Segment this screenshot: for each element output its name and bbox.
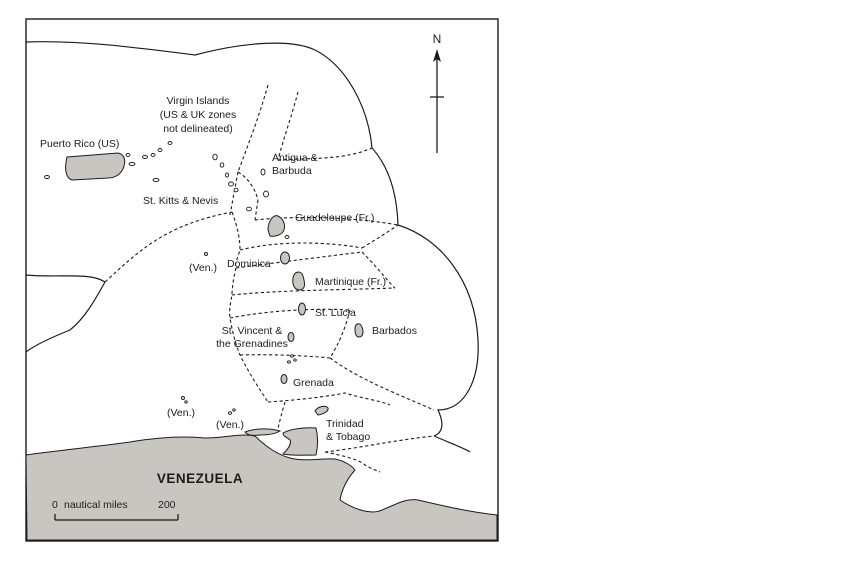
islet-los-frailes: [228, 411, 232, 415]
dominica-island: [280, 251, 290, 265]
label-barbados: Barbados: [372, 325, 417, 337]
islet-canouan: [293, 358, 297, 362]
boundary-trinidad-east: [324, 435, 435, 453]
islet-st-thomas: [142, 155, 148, 159]
label-puerto-rico: Puerto Rico (US): [40, 138, 119, 150]
label-ven-testigos: (Ven.): [167, 407, 195, 419]
north-label: N: [433, 32, 442, 46]
guadeloupe-island: [267, 215, 285, 237]
paria-peninsula: [244, 428, 282, 436]
islet-st-john: [150, 153, 156, 157]
boundary-virgin-antigua: [277, 91, 299, 161]
islet-st-kitts: [228, 181, 234, 187]
islet-bequia: [290, 354, 294, 358]
islet-anguilla: [212, 153, 218, 161]
islet-barbuda: [260, 168, 266, 176]
islet-marie-galante: [284, 235, 290, 239]
label-dominica: Dominica: [227, 258, 271, 270]
islet-st-martin: [219, 162, 225, 168]
label-trinidad-2: & Tobago: [326, 431, 370, 443]
label-st-vincent-1: St. Vincent &: [222, 325, 283, 337]
label-virgin-islands-3: not delineated): [163, 123, 232, 135]
islet-culebra: [125, 153, 131, 157]
islet-tortola: [157, 148, 163, 152]
eez-outer-trinidad: [433, 435, 471, 453]
scale-start: 0: [52, 499, 58, 511]
label-ven-frailes: (Ven.): [216, 419, 244, 431]
label-antigua-1: Antigua &: [272, 152, 318, 164]
boundary-caribbean-spine: [229, 211, 269, 403]
islet-nevis: [233, 187, 239, 193]
label-martinique: Martinique (Fr.): [315, 276, 386, 288]
north-arrow-head: [433, 49, 441, 62]
islet-los-testigos-2: [184, 400, 188, 404]
boundary-north-virgin: [237, 84, 269, 173]
boundary-kitts-guadeloupe: [254, 216, 399, 226]
label-st-lucia: St. Lucia: [315, 307, 356, 319]
boundary-grenada-barbados: [329, 357, 435, 411]
label-virgin-islands-1: Virgin Islands: [167, 95, 230, 107]
puerto-rico-island: [65, 152, 126, 181]
boundary-caribbean-west: [104, 211, 233, 283]
martinique-island: [292, 271, 306, 291]
boundary-antigua-east: [277, 147, 373, 161]
boundary-vincent-grenada: [239, 354, 331, 359]
boundary-barbados-west: [329, 309, 351, 359]
label-grenada: Grenada: [293, 377, 334, 389]
label-venezuela: VENEZUELA: [157, 471, 243, 486]
islet-mustique: [287, 360, 291, 364]
islet-los-testigos: [181, 396, 185, 400]
islet-los-frailes-2: [232, 408, 236, 412]
islet-saba: [224, 172, 230, 178]
eez-outer-barbados: [397, 224, 479, 437]
boundary-martinique-east: [361, 251, 396, 289]
eez-puerto-rico-west: [25, 274, 106, 353]
boundary-lucia-vincent: [229, 308, 351, 319]
st-vincent-island: [287, 332, 295, 342]
eez-outer-north: [25, 41, 373, 149]
label-guadeloupe: Guadeloupe (Fr.): [295, 212, 374, 224]
boundary-guadeloupe-dominica: [239, 242, 363, 251]
islet-mona: [44, 175, 50, 179]
trinidad-island: [282, 427, 318, 456]
islet-montserrat: [246, 206, 252, 212]
label-trinidad-1: Trinidad: [326, 418, 364, 430]
label-antigua-2: Barbuda: [272, 165, 312, 177]
scale-end: 200: [158, 499, 176, 511]
scale-bar: 0 nautical miles 200: [52, 499, 179, 521]
islet-aves: [204, 252, 208, 256]
label-virgin-islands-2: (US & UK zones: [160, 109, 236, 121]
boundary-trinidad-south: [324, 451, 381, 473]
boundary-grenada-trinidad: [267, 392, 391, 406]
eez-outer-guadeloupe: [371, 147, 399, 226]
grenada-island: [280, 374, 288, 384]
label-st-vincent-2: the Grenadines: [216, 338, 288, 350]
barbados-island: [354, 323, 364, 338]
st-lucia-island: [298, 302, 306, 316]
north-arrow: N: [430, 32, 444, 153]
scale-unit: nautical miles: [64, 499, 128, 511]
label-ven-aves: (Ven.): [189, 262, 217, 274]
label-st-kitts-nevis: St. Kitts & Nevis: [143, 195, 218, 207]
islet-antigua: [263, 190, 269, 198]
boundary-trinidad-north: [277, 401, 286, 429]
boundary-kitts-box: [229, 171, 259, 221]
tobago-island: [314, 405, 329, 416]
islet-st-croix: [152, 178, 160, 182]
islet-vieques: [128, 162, 136, 166]
islet-anegada: [167, 141, 173, 145]
venezuela-landmass: [25, 434, 498, 541]
